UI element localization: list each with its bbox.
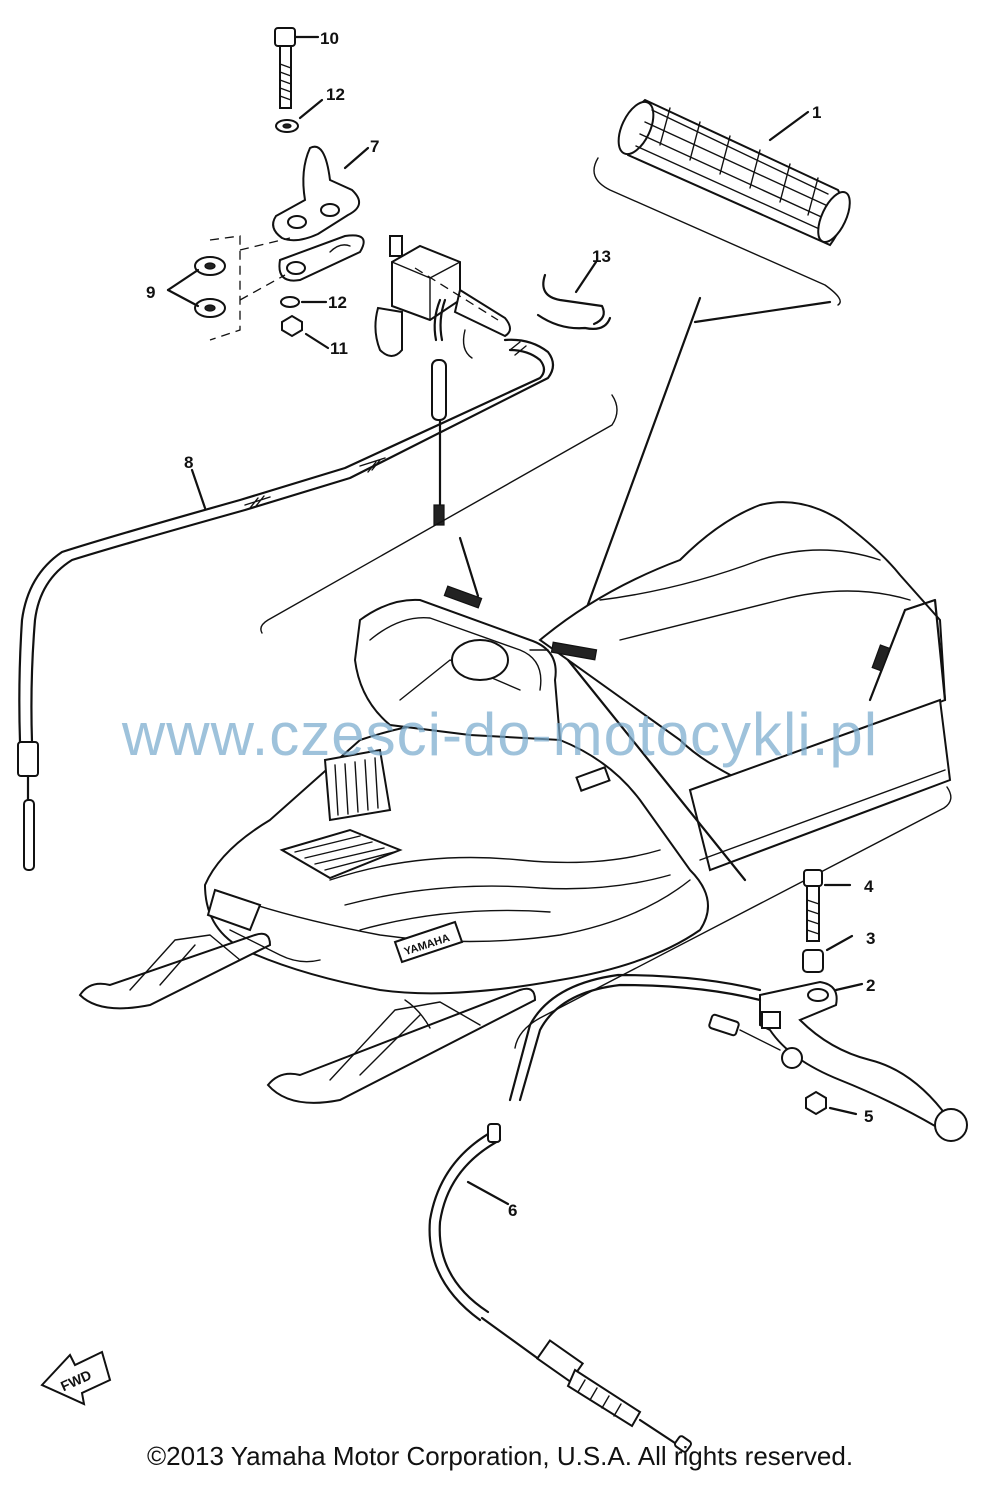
watermark-text: www.czesci-do-motocykli.pl xyxy=(121,701,879,768)
part-throttle-cable xyxy=(17,338,555,871)
part-washer-nut xyxy=(280,296,330,350)
copyright-text: ©2013 Yamaha Motor Corporation, U.S.A. A… xyxy=(146,1441,854,1471)
callout-10: 10 xyxy=(320,29,339,48)
leader-lines xyxy=(260,296,832,642)
callout-3: 3 xyxy=(866,929,875,948)
callout-labels: 10 12 7 1 13 9 12 11 8 4 3 2 5 6 xyxy=(146,29,875,1220)
part-collar xyxy=(802,934,854,973)
part-throttle-housing xyxy=(374,235,511,526)
callout-9: 9 xyxy=(146,283,155,302)
part-bolt-top xyxy=(274,27,320,109)
part-bolt-lever xyxy=(803,869,852,942)
part-clip xyxy=(536,260,612,330)
part-brake-cable xyxy=(428,973,803,1453)
callout-2: 2 xyxy=(866,976,875,995)
callout-5: 5 xyxy=(864,1107,873,1126)
callout-8: 8 xyxy=(184,453,193,472)
part-bushings xyxy=(166,235,291,341)
part-nut-lever xyxy=(805,1090,858,1116)
part-grip xyxy=(593,98,851,306)
callout-11: 11 xyxy=(330,339,348,358)
fwd-arrow-icon: FWD xyxy=(40,1350,112,1406)
part-washer-top xyxy=(275,98,324,133)
snowmobile-body: YAMAHA xyxy=(78,501,952,1104)
callout-12-top: 12 xyxy=(326,85,345,104)
callout-12-bottom: 12 xyxy=(328,293,347,312)
callout-1: 1 xyxy=(812,103,821,122)
callout-4: 4 xyxy=(864,877,874,896)
callout-7: 7 xyxy=(370,137,379,156)
callout-6: 6 xyxy=(508,1201,517,1220)
part-bracket xyxy=(272,145,370,282)
part-mount-bolts xyxy=(443,585,598,661)
part-brake-lever xyxy=(759,980,968,1142)
lower-bracket-line xyxy=(514,658,952,1049)
callout-13: 13 xyxy=(592,247,611,266)
